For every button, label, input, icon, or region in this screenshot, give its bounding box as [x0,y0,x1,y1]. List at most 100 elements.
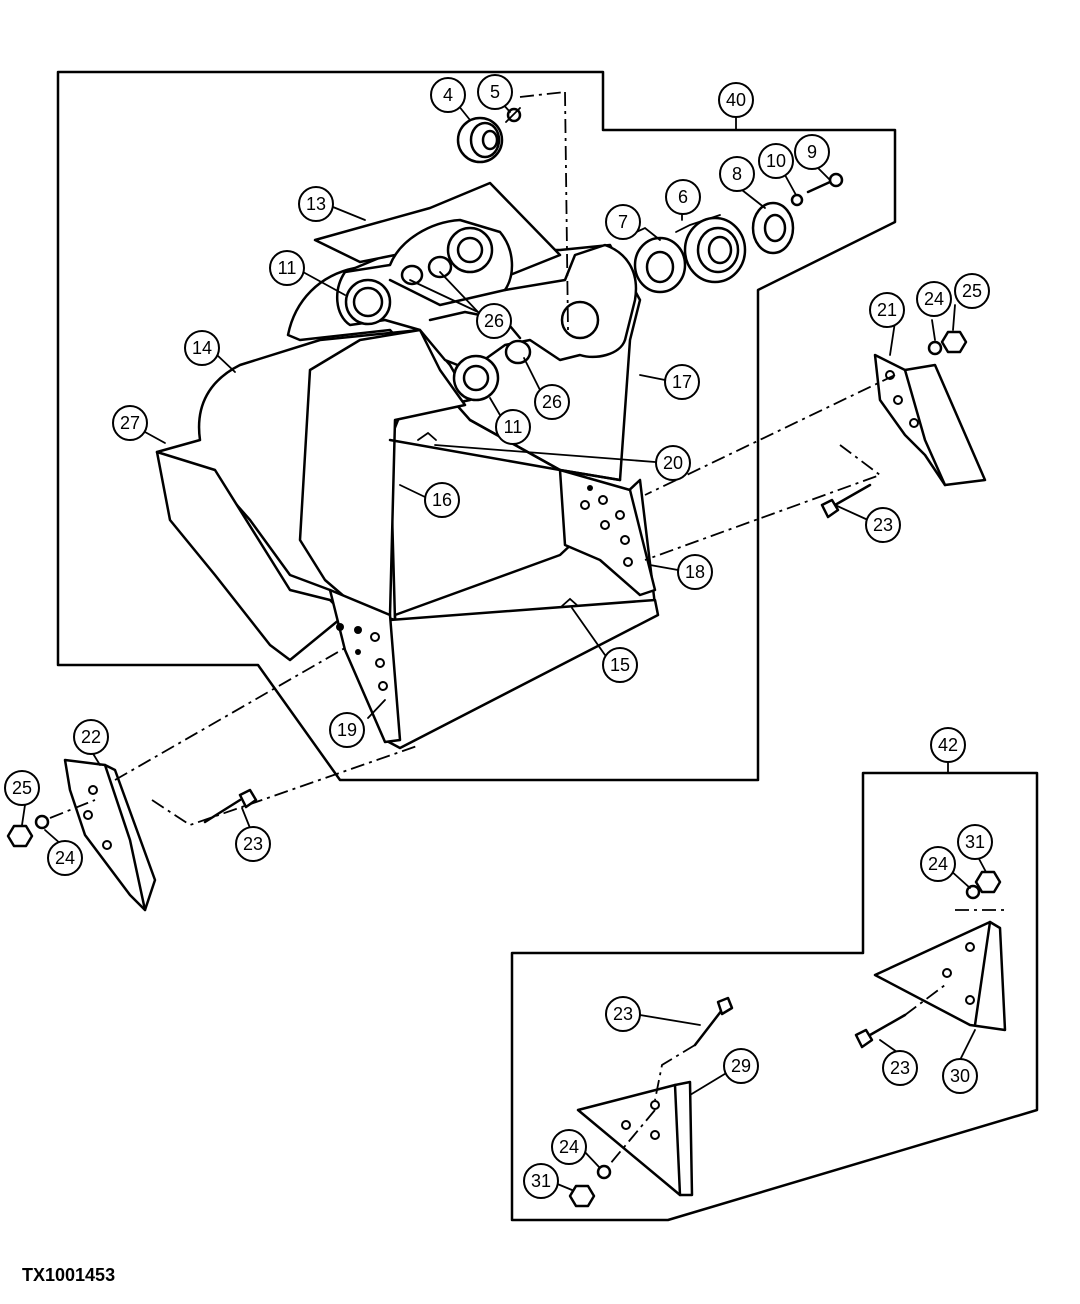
callout: 17 [664,364,700,400]
part-5-bolt [505,107,522,123]
figure-id: TX1001453 [22,1265,116,1285]
assembly-40-outline [56,70,897,782]
part-25-nut-left [6,824,34,848]
svg-text:11: 11 [278,258,297,278]
svg-text:4: 4 [443,85,453,105]
part-4-bushing [456,116,504,164]
callout: 26 [476,303,512,339]
svg-text:15: 15 [610,655,630,675]
callout: 11 [495,409,531,445]
part-23-bolt-group42-right [854,984,946,1049]
svg-text:29: 29 [731,1056,751,1076]
svg-text:23: 23 [890,1058,910,1078]
callout: 23 [235,826,271,862]
callout: 29 [723,1048,759,1084]
svg-text:11: 11 [504,417,523,437]
svg-text:23: 23 [243,834,263,854]
callout: 31 [523,1163,559,1199]
part-7-ring [633,236,687,294]
part-24-lockwasher-group42-bottom [596,1164,612,1180]
callout: 14 [184,330,220,366]
svg-text:13: 13 [306,194,326,214]
svg-text:18: 18 [685,562,705,582]
callout: 27 [112,405,148,441]
part-31-nut-group42-bottom [568,1184,596,1208]
svg-text:6: 6 [678,187,688,207]
svg-text:21: 21 [877,300,897,320]
svg-text:25: 25 [12,778,32,798]
svg-text:26: 26 [484,311,504,331]
part-23-bolt-right [820,483,872,519]
callout: 23 [865,507,901,543]
svg-text:23: 23 [613,1004,633,1024]
svg-text:24: 24 [55,848,75,868]
callout: 40 [718,82,754,118]
callout: 23 [882,1050,918,1086]
svg-text:5: 5 [490,82,500,102]
svg-text:10: 10 [766,151,786,171]
svg-text:16: 16 [432,490,452,510]
svg-text:26: 26 [542,392,562,412]
part-9-bolt [806,172,844,194]
part-23-bolt-group42-left [654,996,734,1101]
callout: 4 [430,77,466,113]
part-6-spring [683,216,747,284]
svg-text:9: 9 [807,142,817,162]
callout: 10 [758,143,794,179]
assembly-42-outline [510,771,1039,1222]
callout: 24 [920,846,956,882]
callout: 21 [869,292,905,328]
part-8-washer [751,201,795,255]
svg-text:22: 22 [81,727,101,747]
callout: 13 [298,186,334,222]
svg-text:42: 42 [938,735,958,755]
part-25-nut-right [940,330,968,354]
svg-text:31: 31 [965,832,985,852]
callout: 5 [477,74,513,110]
callout: 25 [954,273,990,309]
callout: 25 [4,770,40,806]
svg-text:19: 19 [337,720,357,740]
svg-text:7: 7 [618,212,628,232]
part-24-lockwasher-right [927,340,943,356]
callout: 19 [329,712,365,748]
svg-text:20: 20 [663,453,683,473]
callout: 22 [73,719,109,755]
callout: 11 [269,250,305,286]
svg-text:17: 17 [672,372,692,392]
callout: 7 [605,204,641,240]
part-30-corner-plate [873,920,1007,1032]
svg-text:27: 27 [120,413,140,433]
svg-text:8: 8 [732,164,742,184]
callout: 8 [719,156,755,192]
callout: 20 [655,445,691,481]
callout: 16 [424,482,460,518]
svg-text:30: 30 [950,1066,970,1086]
callout: 24 [916,281,952,317]
svg-text:25: 25 [962,281,982,301]
callout: 6 [665,179,701,215]
callout: 24 [47,840,83,876]
part-24-lockwasher-group42-top [965,884,981,900]
part-21-side-cutter [873,353,987,487]
svg-text:14: 14 [192,338,212,358]
svg-text:31: 31 [531,1171,551,1191]
part-24-lockwasher-left [34,814,50,830]
svg-text:23: 23 [873,515,893,535]
part-23-bolt-left [203,788,258,824]
part-29-corner-plate [576,1080,694,1197]
svg-text:24: 24 [928,854,948,874]
callout: 23 [605,996,641,1032]
part-22-side-cutter [63,758,157,912]
callout: 26 [534,384,570,420]
part-10-lockwasher [790,193,804,207]
callout: 31 [957,824,993,860]
svg-text:24: 24 [924,289,944,309]
callout: 42 [930,727,966,763]
callout: 18 [677,554,713,590]
callout: 15 [602,647,638,683]
part-31-nut-group42-top [974,870,1002,894]
svg-text:24: 24 [559,1137,579,1157]
callout: 24 [551,1129,587,1165]
